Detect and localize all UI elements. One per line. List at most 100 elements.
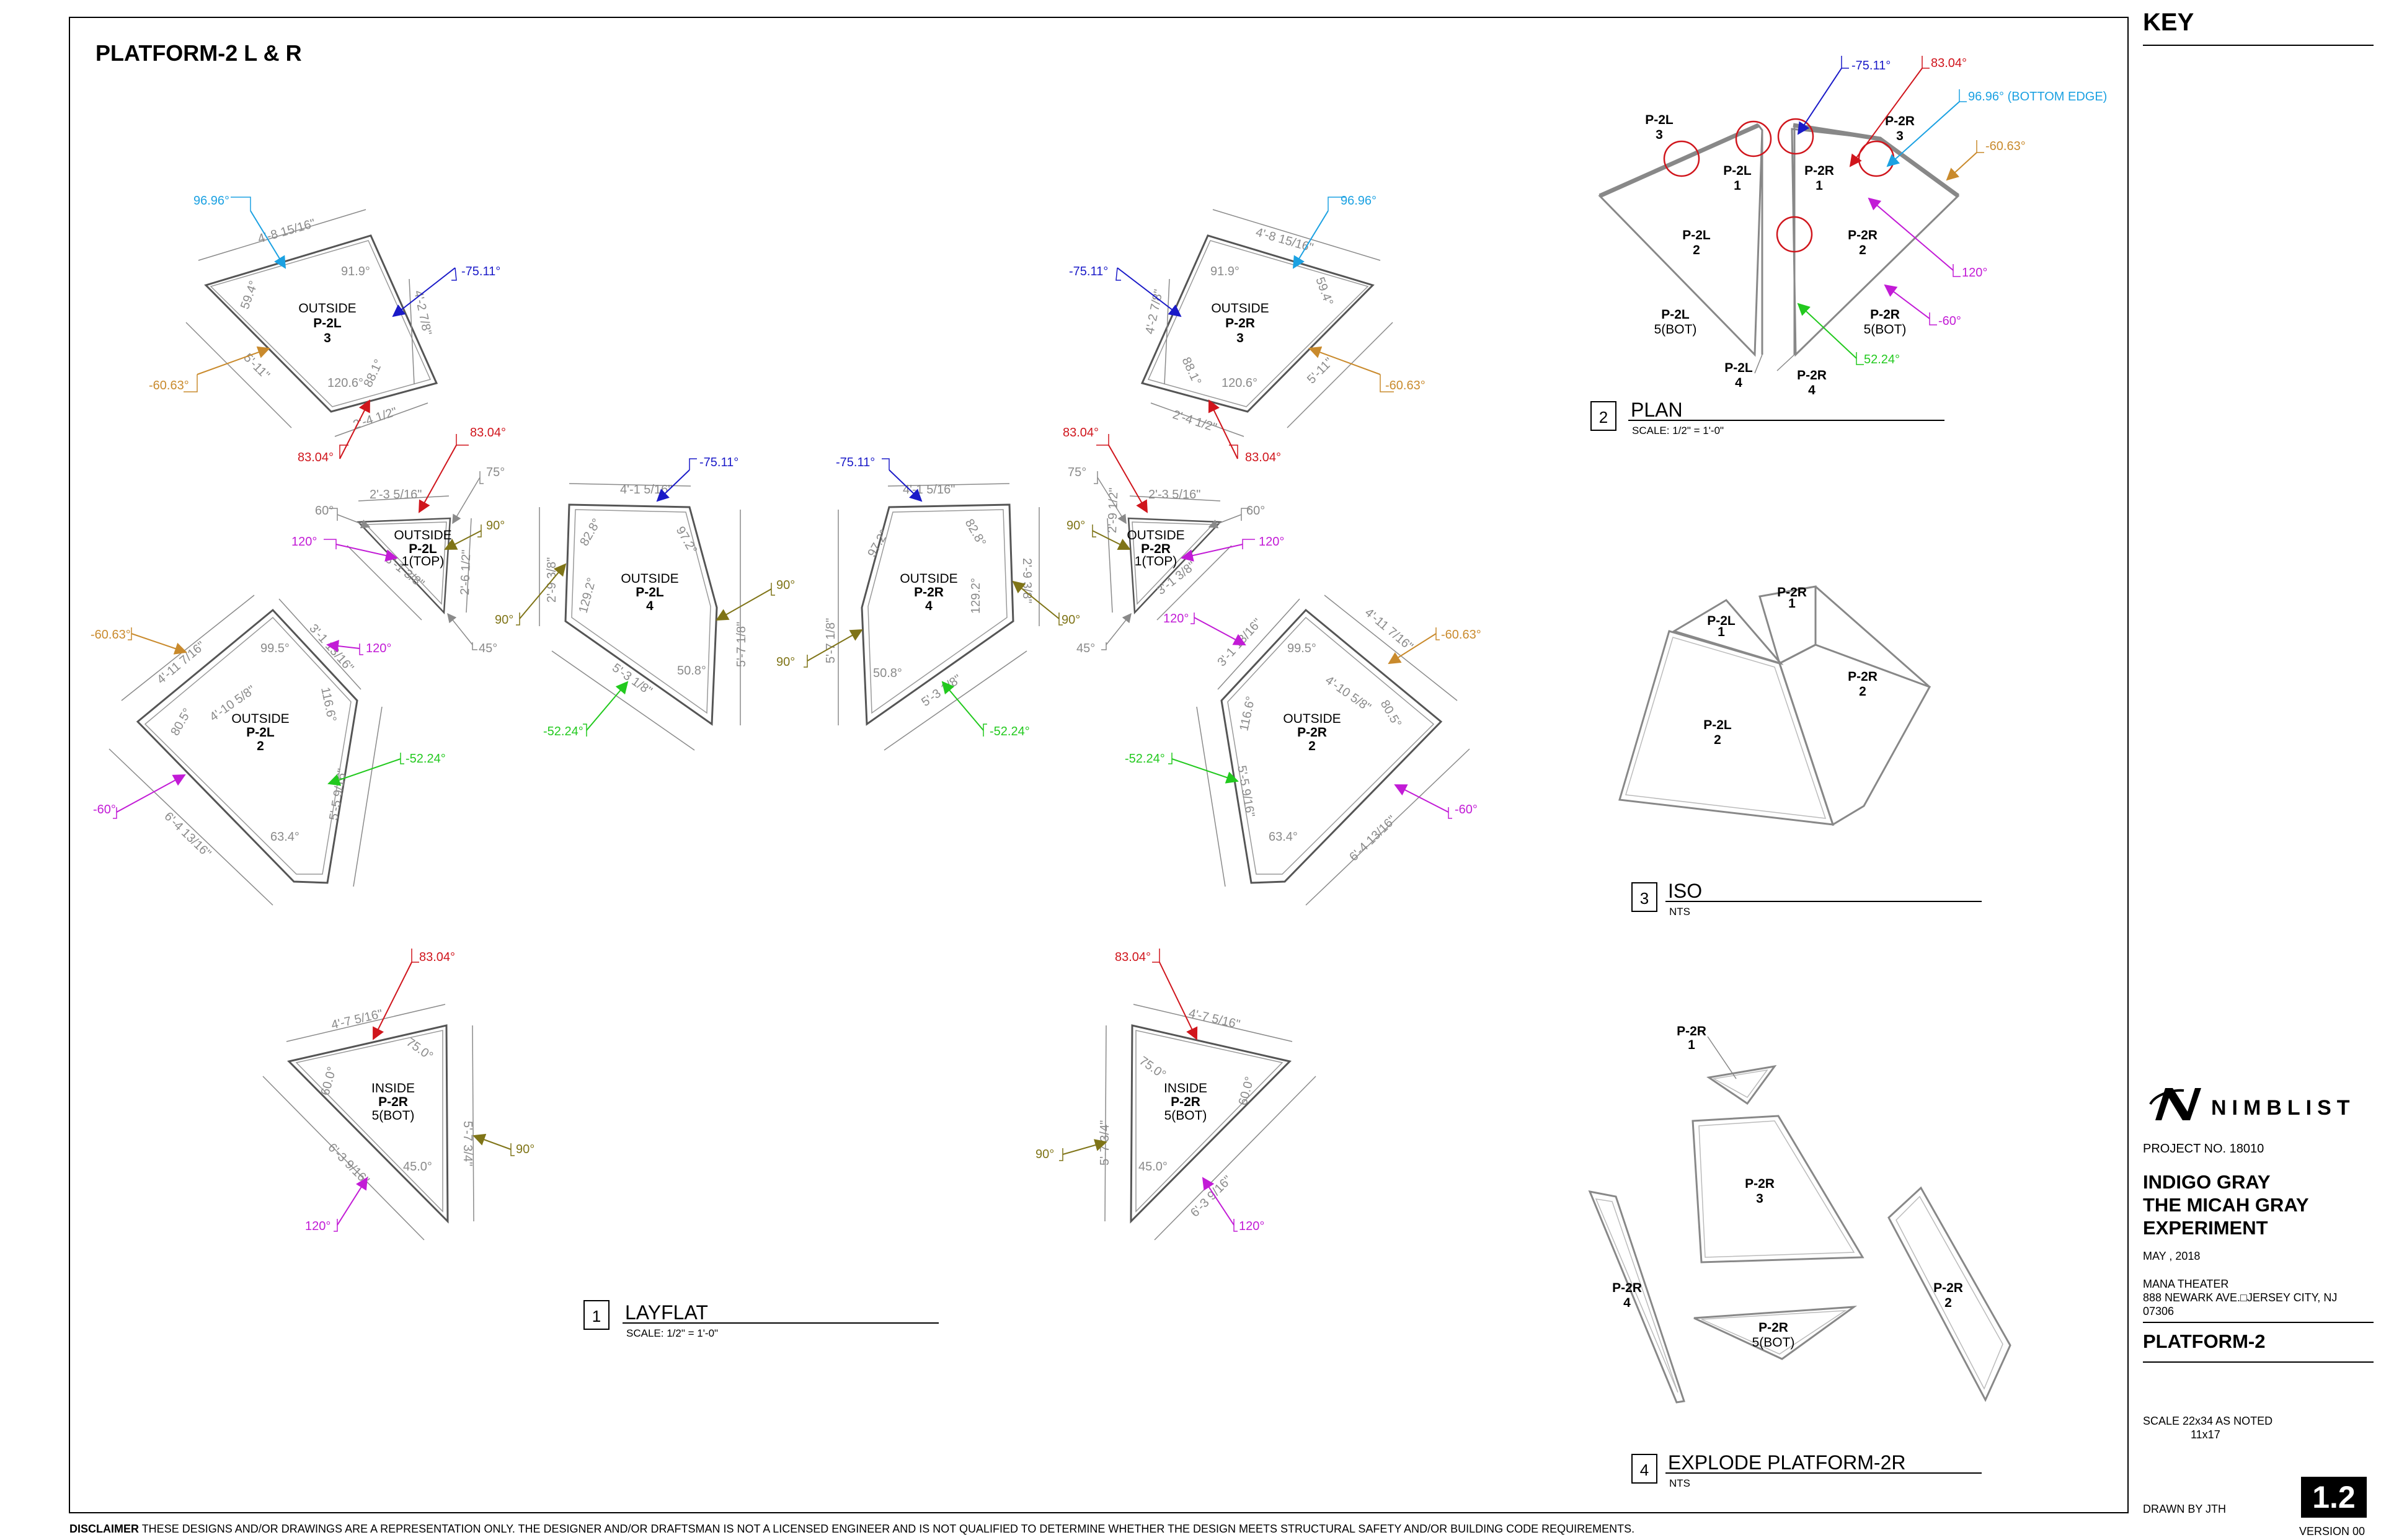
svg-text:-52.24°: -52.24° bbox=[406, 752, 446, 766]
svg-text:80.5°: 80.5° bbox=[1378, 698, 1404, 730]
svg-text:45.0°: 45.0° bbox=[1138, 1160, 1168, 1174]
svg-text:120°: 120° bbox=[1239, 1219, 1264, 1233]
svg-text:120°: 120° bbox=[305, 1219, 330, 1233]
svg-text:120.6°: 120.6° bbox=[1222, 376, 1257, 390]
svg-text:120.6°: 120.6° bbox=[327, 376, 363, 390]
svg-text:P-2R: P-2R bbox=[1758, 1321, 1788, 1335]
svg-text:5(BOT): 5(BOT) bbox=[1752, 1335, 1795, 1350]
svg-text:2'-6 1/2": 2'-6 1/2" bbox=[458, 549, 474, 595]
svg-text:90°: 90° bbox=[1035, 1148, 1054, 1161]
svg-text:6'-4 13/16": 6'-4 13/16" bbox=[1347, 813, 1399, 864]
svg-text:INSIDE: INSIDE bbox=[371, 1081, 415, 1095]
svg-text:-60°: -60° bbox=[93, 803, 116, 816]
svg-text:OUTSIDE: OUTSIDE bbox=[1283, 712, 1341, 726]
svg-text:-75.11°: -75.11° bbox=[1069, 265, 1108, 278]
disclaimer-text: THESE DESIGNS AND/OR DRAWINGS ARE A REPR… bbox=[141, 1523, 1635, 1535]
svg-text:90°: 90° bbox=[1066, 519, 1085, 533]
panel-p2r3: 4'-8 15/16" 91.9° 59.4° 4'-2 7/8" 5'-11"… bbox=[1069, 194, 1425, 464]
project-title: INDIGO GRAY THE MICAH GRAY EXPERIMENT bbox=[2143, 1170, 2309, 1239]
svg-text:1: 1 bbox=[1734, 179, 1741, 193]
svg-text:-52.24°: -52.24° bbox=[990, 725, 1030, 738]
project-title-line: INDIGO GRAY bbox=[2143, 1171, 2271, 1193]
svg-text:83.04°: 83.04° bbox=[470, 426, 506, 440]
svg-text:75.0°: 75.0° bbox=[404, 1035, 435, 1063]
sheet-number: 1.2 bbox=[2301, 1477, 2367, 1518]
svg-text:90°: 90° bbox=[495, 613, 513, 627]
svg-text:P-2R: P-2R bbox=[1677, 1024, 1706, 1038]
logo-text: NIMBLIST bbox=[2211, 1096, 2356, 1120]
panel-p2l3: 4'-8 15/16" 91.9° 59.4° 4'-2 7/8" 5'-11"… bbox=[149, 194, 500, 464]
svg-text:OUTSIDE: OUTSIDE bbox=[900, 572, 957, 586]
svg-text:-75.11°: -75.11° bbox=[461, 265, 500, 278]
svg-text:90°: 90° bbox=[486, 519, 505, 533]
svg-text:P-2L: P-2L bbox=[313, 316, 342, 330]
svg-text:63.4°: 63.4° bbox=[270, 830, 299, 844]
svg-text:3: 3 bbox=[1640, 889, 1649, 908]
svg-text:6'-3 9/16": 6'-3 9/16" bbox=[325, 1141, 371, 1187]
iso-view: P-2L 1 P-2R 1 P-2R 2 P-2L 2 3 ISO NTS bbox=[1618, 585, 1982, 918]
svg-text:P-2L: P-2L bbox=[1724, 361, 1753, 375]
svg-text:P-2R: P-2R bbox=[1848, 228, 1878, 242]
svg-text:SCALE: 1/2" = 1'-0": SCALE: 1/2" = 1'-0" bbox=[626, 1327, 718, 1339]
svg-text:4: 4 bbox=[1640, 1461, 1649, 1479]
svg-text:-60.63°: -60.63° bbox=[149, 379, 189, 392]
key-rule bbox=[2143, 45, 2374, 46]
svg-text:P-2L: P-2L bbox=[1707, 614, 1736, 628]
svg-text:P-2L: P-2L bbox=[1703, 718, 1732, 732]
svg-text:5(BOT): 5(BOT) bbox=[1164, 1109, 1207, 1123]
svg-text:4'-10 5/8": 4'-10 5/8" bbox=[1323, 673, 1373, 714]
svg-text:90°: 90° bbox=[1062, 613, 1080, 627]
svg-text:PLAN: PLAN bbox=[1631, 399, 1683, 421]
svg-text:2: 2 bbox=[1599, 408, 1608, 427]
svg-text:6'-4 13/16": 6'-4 13/16" bbox=[162, 810, 214, 861]
svg-text:OUTSIDE: OUTSIDE bbox=[1127, 528, 1184, 542]
svg-text:NTS: NTS bbox=[1669, 1477, 1690, 1489]
svg-text:120°: 120° bbox=[291, 535, 317, 549]
svg-text:5(BOT): 5(BOT) bbox=[372, 1109, 415, 1123]
svg-text:1: 1 bbox=[1816, 179, 1823, 193]
svg-text:3'-1 13/16": 3'-1 13/16" bbox=[306, 622, 356, 675]
nimblist-logo-icon bbox=[2149, 1088, 2201, 1120]
svg-text:OUTSIDE: OUTSIDE bbox=[298, 301, 356, 316]
view-title-explode: 4 EXPLODE PLATFORM-2R NTS bbox=[1631, 1451, 1982, 1489]
svg-text:5'-7 1/8": 5'-7 1/8" bbox=[735, 622, 748, 667]
svg-text:4'-7 5/16": 4'-7 5/16" bbox=[330, 1007, 384, 1032]
svg-text:P-2R: P-2R bbox=[1141, 542, 1171, 556]
svg-text:3: 3 bbox=[1236, 331, 1244, 345]
svg-text:5'-3 1/8": 5'-3 1/8" bbox=[919, 672, 964, 709]
svg-text:75.0°: 75.0° bbox=[1137, 1054, 1168, 1082]
svg-text:80.5°: 80.5° bbox=[168, 706, 195, 738]
venue-address: MANA THEATER 888 NEWARK AVE.□JERSEY CITY… bbox=[2143, 1277, 2337, 1318]
svg-text:52.24°: 52.24° bbox=[1864, 353, 1900, 366]
panel-right-5bot: 4'-7 5/16" 75.0° 60.0° 5'-7 3/4" 45.0° 6… bbox=[1035, 949, 1316, 1241]
svg-text:5(BOT): 5(BOT) bbox=[1654, 322, 1697, 337]
svg-text:45°: 45° bbox=[479, 642, 497, 655]
svg-text:50.8°: 50.8° bbox=[677, 664, 706, 678]
svg-text:45°: 45° bbox=[1076, 642, 1095, 655]
layflat-view: 4'-8 15/16" 91.9° 59.4° 4'-2 7/8" 5'-11"… bbox=[91, 194, 1481, 1339]
svg-text:120°: 120° bbox=[366, 642, 391, 655]
svg-text:6'-3 9/16": 6'-3 9/16" bbox=[1188, 1173, 1235, 1219]
svg-text:5(BOT): 5(BOT) bbox=[1864, 322, 1907, 337]
venue-zip: 07306 bbox=[2143, 1305, 2175, 1317]
svg-text:4'-8 15/16": 4'-8 15/16" bbox=[1254, 226, 1315, 255]
svg-text:-75.11°: -75.11° bbox=[1851, 59, 1891, 73]
svg-text:-75.11°: -75.11° bbox=[699, 456, 738, 469]
svg-text:P-2R: P-2R bbox=[1777, 585, 1807, 600]
svg-text:116.6°: 116.6° bbox=[318, 686, 339, 723]
svg-text:129.2°: 129.2° bbox=[577, 577, 599, 615]
svg-text:4'-2 7/8": 4'-2 7/8" bbox=[1143, 288, 1166, 335]
svg-text:1: 1 bbox=[1718, 625, 1725, 639]
title-rule bbox=[2143, 1322, 2374, 1323]
svg-text:4'-11 7/16": 4'-11 7/16" bbox=[154, 639, 208, 687]
project-date: MAY , 2018 bbox=[2143, 1250, 2201, 1262]
title-rule bbox=[2143, 1361, 2374, 1363]
svg-text:P-2R: P-2R bbox=[1745, 1177, 1775, 1191]
svg-text:P-2L: P-2L bbox=[246, 725, 275, 740]
svg-text:-60.63°: -60.63° bbox=[1441, 628, 1481, 642]
svg-text:90°: 90° bbox=[776, 655, 795, 669]
svg-text:P-2R: P-2R bbox=[1612, 1281, 1642, 1295]
venue-street: 888 NEWARK AVE.□JERSEY CITY, NJ bbox=[2143, 1291, 2338, 1304]
svg-text:-60.63°: -60.63° bbox=[91, 628, 131, 642]
